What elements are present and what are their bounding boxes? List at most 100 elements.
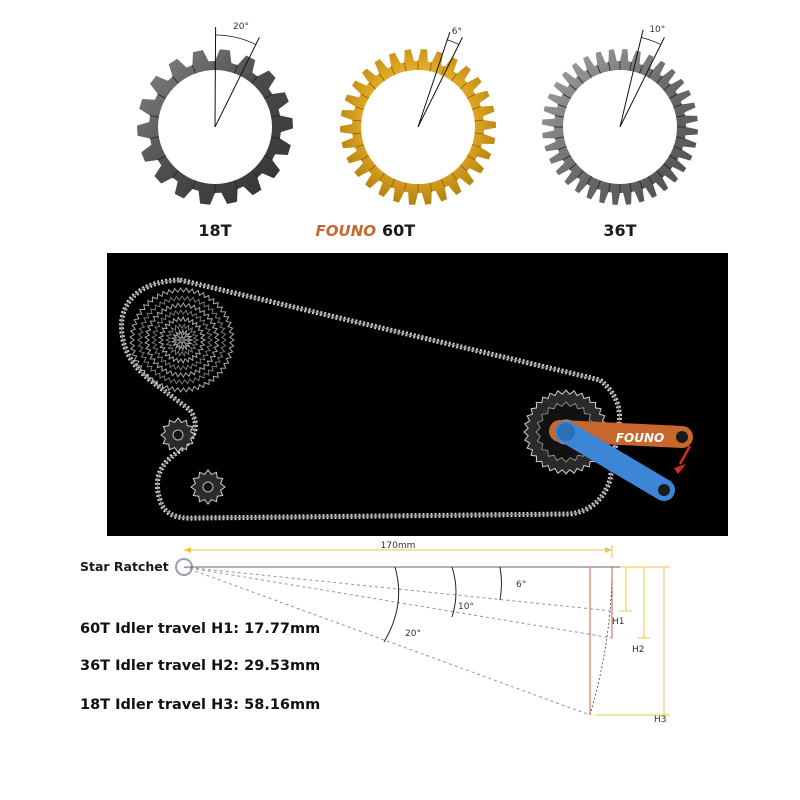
ratchet-36t: 10° 36T: [542, 25, 698, 240]
height-label-h1: H1: [612, 617, 625, 627]
ratchet-tooth-line: [429, 182, 433, 192]
angle-arc-20: [383, 566, 400, 643]
geometry-diagram: Star Ratchet 170mm 6° 10° 20°: [80, 541, 670, 725]
ratchet-tooth-line: [472, 106, 481, 110]
angle-label-20: 20°: [405, 629, 421, 639]
rotation-arrow: [674, 445, 692, 474]
ratchet-tooth-line: [172, 170, 179, 178]
ratchet-tooth-line: [673, 104, 683, 108]
ratchet-36t-tooth-lines: [554, 61, 686, 193]
ratchet-tooth-line: [440, 66, 446, 76]
upper-idler-pulley: [160, 417, 196, 453]
ratchet-tooth-line: [368, 82, 376, 90]
ratchet-tooth-line: [554, 115, 564, 118]
ratchet-tooth-line: [451, 73, 458, 82]
ratchet-tooth-line: [586, 176, 592, 185]
ratchet-tooth-line: [271, 115, 281, 118]
travel-36t: 36T Idler travel H2: 29.53mm: [80, 658, 320, 674]
ratchet-tooth-line: [172, 76, 179, 84]
ratchet-tooth-line: [586, 69, 592, 78]
ratchet-18t-angle-label: 20°: [233, 22, 249, 32]
ratchet-tooth-line: [648, 176, 654, 185]
ratchet-60t-brand-logo: FOUNO: [316, 222, 377, 240]
ratchet-tooth-line: [157, 155, 166, 161]
ratchet-tooth-line: [192, 64, 196, 74]
ratchet-tooth-line: [149, 115, 159, 118]
ratchet-60t-angle-line-b: [417, 32, 451, 128]
ratchet-tooth-line: [673, 146, 683, 150]
ratchet-tooth-line: [639, 64, 643, 74]
ratchet-18t-angle-arc: [215, 34, 257, 45]
ratchet-tooth-line: [557, 104, 567, 108]
ratchet-tooth-line: [157, 93, 166, 99]
height-label-h3: H3: [654, 715, 667, 725]
drivetrain-panel: FOUNO: [107, 253, 728, 536]
ratchet-tooth-line: [663, 163, 671, 170]
ratchet-18t-angle-line-a: [214, 37, 260, 128]
ratchet-tooth-line: [251, 170, 258, 178]
ratchet-tooth-line: [352, 132, 362, 135]
ratchet-36t-label: 36T: [603, 221, 636, 240]
ratchet-tooth-line: [663, 84, 671, 91]
ratchet-tooth-line: [378, 73, 385, 82]
ratchet-18t: 20° 18T: [137, 22, 293, 240]
ratchet-tooth-line: [451, 172, 458, 181]
ratchet-tooth-line: [562, 155, 571, 161]
ratchet-tooth-line: [577, 76, 584, 84]
sprocket-body: [129, 287, 235, 393]
star-ratchet-label: Star Ratchet: [80, 559, 169, 574]
angle-arc-6: [499, 566, 502, 601]
lower-idler-pulley: [190, 469, 226, 505]
ratchet-60t-angle-line-a: [417, 37, 463, 128]
ratchet-tooth-line: [403, 182, 407, 192]
ratchet-tooth-line: [460, 164, 468, 172]
ratchet-tooth-line: [472, 144, 481, 148]
ratchet-18t-tooth-lines: [149, 61, 281, 193]
ratchet-60t-angle-label: 6°: [452, 27, 462, 37]
ratchet-36t-angle-label: 10°: [649, 25, 665, 35]
ratchet-tooth-line: [251, 76, 258, 84]
ratchet-60t-label: 60T: [382, 221, 415, 240]
ray-20deg: [183, 566, 591, 716]
ratchet-60t: 6° FOUNO 60T: [316, 27, 496, 240]
travel-60t: 60T Idler travel H1: 17.77mm: [80, 621, 320, 637]
ratchet-tooth-line: [360, 155, 369, 161]
ratchet-tooth-line: [597, 64, 601, 74]
ratchet-tooth-line: [648, 69, 654, 78]
sprocket-hub: [172, 429, 184, 441]
length-dimension-label: 170mm: [381, 541, 416, 551]
sprocket-body: [157, 315, 207, 365]
ratchet-tooth-line: [608, 183, 611, 193]
crank-brand-logo: FOUNO: [616, 431, 664, 445]
ratchet-tooth-line: [474, 119, 484, 122]
angle-arc-10: [451, 566, 457, 618]
sprocket-hub: [202, 481, 214, 493]
ratchet-tooth-line: [562, 93, 571, 99]
travel-18t: 18T Idler travel H3: 58.16mm: [80, 697, 320, 713]
ratchet-tooth-line: [656, 76, 663, 84]
ratchet-tooth-line: [378, 172, 385, 181]
ratchet-tooth-line: [669, 93, 678, 99]
ratchet-tooth-line: [271, 136, 281, 139]
sprocket-body: [137, 295, 227, 385]
ratchet-tooth-line: [360, 93, 369, 99]
ratchet-tooth-line: [656, 170, 663, 178]
ratchet-tooth-line: [629, 61, 632, 71]
ratchet-tooth-line: [460, 82, 468, 90]
ratchet-tooth-line: [569, 163, 577, 170]
ratchet-tooth-line: [192, 180, 196, 190]
angle-label-10: 10°: [458, 602, 474, 612]
ratchet-tooth-line: [440, 178, 446, 188]
sprocket-body: [175, 333, 189, 347]
height-dimensions: [596, 566, 670, 716]
angle-label-6: 6°: [516, 580, 526, 590]
ratchet-tooth-line: [368, 164, 376, 172]
ratchet-tooth-line: [352, 119, 362, 122]
ratchet-36t-angle-line-a: [619, 37, 665, 128]
ratchet-tooth-line: [355, 106, 364, 110]
ratchet-18t-label: 18T: [198, 221, 231, 240]
ratchet-tooth-line: [264, 155, 273, 161]
ratchet-36t-angle-line-b: [619, 29, 644, 128]
ratchet-tooth-line: [390, 66, 396, 76]
ratchet-tooth-line: [467, 155, 476, 161]
